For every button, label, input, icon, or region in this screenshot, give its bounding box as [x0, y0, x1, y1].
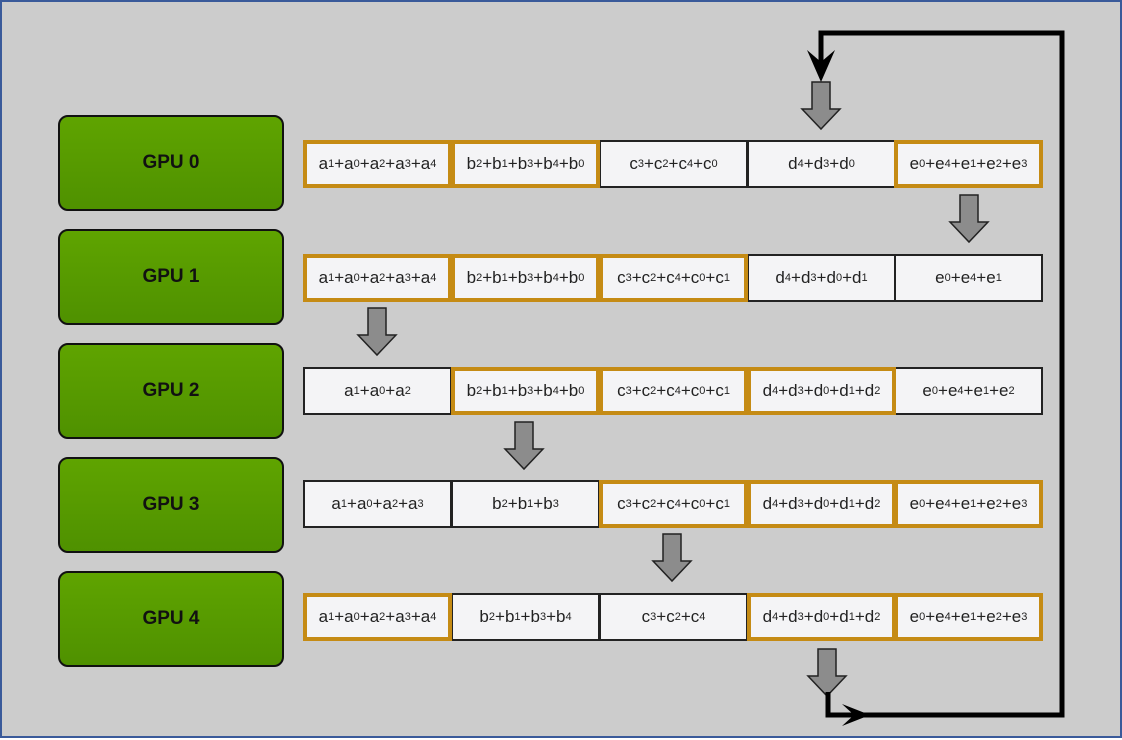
send-arrow-d-from-gpu4	[806, 648, 848, 698]
ring-arrowhead-down	[807, 50, 835, 82]
gpu-0-box: GPU 0	[58, 115, 284, 211]
send-arrow-a-gpu1-to-gpu2	[356, 307, 398, 357]
gpu-1-box: GPU 1	[58, 229, 284, 325]
send-arrow-e-gpu0-to-gpu1	[948, 194, 990, 244]
ring-arrowhead-right	[842, 704, 870, 726]
send-arrow-b-gpu2-to-gpu3	[503, 421, 545, 471]
gpu-3-box: GPU 3	[58, 457, 284, 553]
gpu-2-box: GPU 2	[58, 343, 284, 439]
gpu-4-box: GPU 4	[58, 571, 284, 667]
send-arrow-d-to-gpu0	[800, 81, 842, 131]
send-arrow-c-gpu3-to-gpu4	[651, 533, 693, 583]
